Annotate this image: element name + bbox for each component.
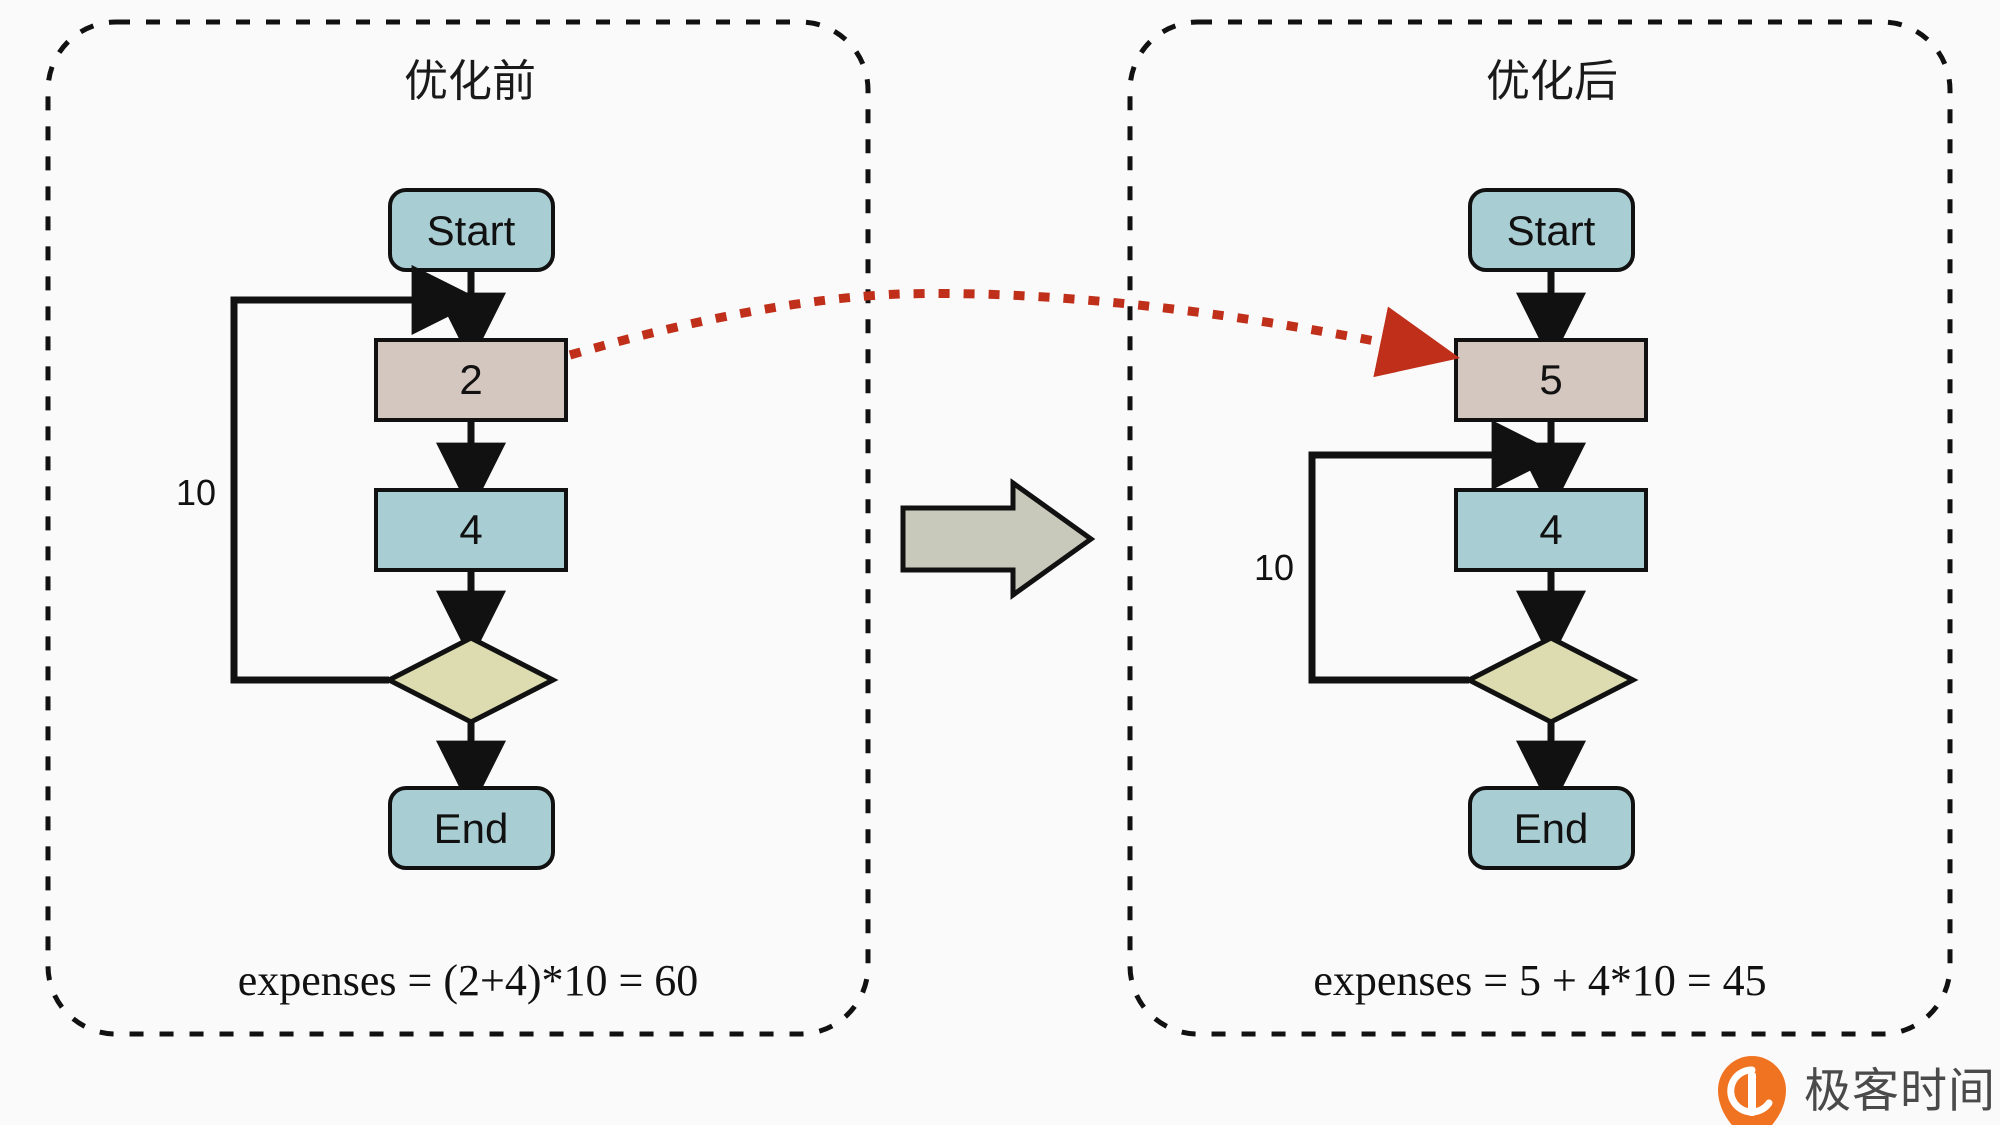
- after-node-decision[interactable]: [1463, 635, 1639, 725]
- after-loop-count-label: 10: [1254, 547, 1294, 588]
- after-node-cost-5[interactable]: [1454, 338, 1648, 422]
- watermark-brand-text: 极客时间: [1804, 1064, 1996, 1119]
- transformation-arrow-icon: [900, 478, 1096, 600]
- before-edge-loopback: [230, 265, 482, 684]
- after-formula: expenses = 5 + 4*10 = 45: [1313, 956, 1766, 1005]
- before-node-cost-2-label: 2: [459, 356, 482, 403]
- before-node-start-label: Start: [427, 207, 516, 254]
- after-node-cost-4[interactable]: [1454, 488, 1648, 572]
- after-node-cost-5-label: 5: [1539, 356, 1562, 403]
- before-formula: expenses = (2+4)*10 = 60: [238, 956, 699, 1005]
- before-node-cost-2[interactable]: [374, 338, 568, 422]
- after-node-end[interactable]: [1468, 786, 1635, 870]
- after-node-start-label: Start: [1507, 207, 1596, 254]
- before-node-decision[interactable]: [383, 635, 559, 725]
- panel-before-title: 优化前: [404, 56, 536, 107]
- panel-after-title: 优化后: [1486, 56, 1618, 107]
- after-edge-loopback: [1308, 420, 1562, 684]
- watermark: 极客时间: [1718, 1056, 1996, 1125]
- before-loop-count-label: 10: [176, 472, 216, 513]
- panel-before-border: [45, 19, 871, 1037]
- before-node-end[interactable]: [388, 786, 555, 870]
- before-node-cost-4-label: 4: [459, 506, 482, 553]
- hoisted-step-link-icon: [568, 288, 1460, 378]
- after-node-end-label: End: [1514, 805, 1589, 852]
- panel-after: 优化后 Start 5 4 End 1: [1127, 19, 1953, 1037]
- geektime-logo-icon: [1718, 1056, 1786, 1125]
- before-node-cost-4[interactable]: [374, 488, 568, 572]
- before-node-end-label: End: [434, 805, 509, 852]
- panel-before: 优化前 Start 2 4 End 1: [45, 19, 871, 1037]
- after-node-cost-4-label: 4: [1539, 506, 1562, 553]
- panel-after-border: [1127, 19, 1953, 1037]
